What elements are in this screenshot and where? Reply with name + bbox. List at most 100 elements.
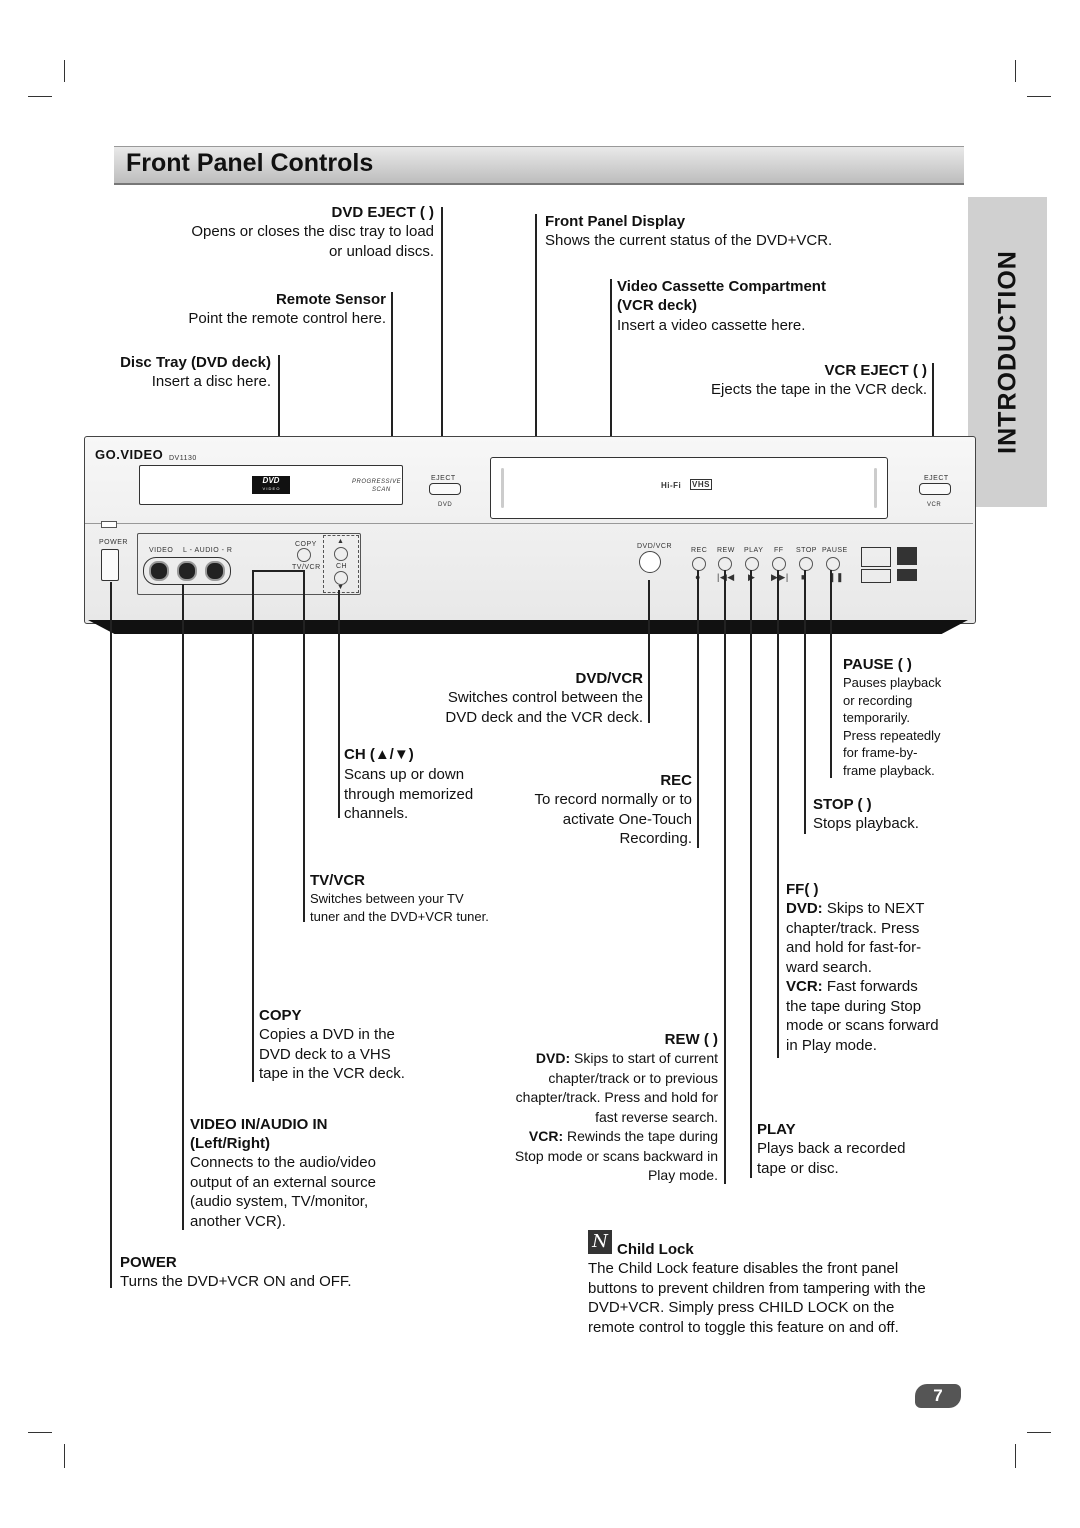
dvd-logo-text: DVD — [262, 476, 280, 485]
leader-line — [750, 570, 752, 1178]
leader-line — [182, 584, 184, 1230]
audio-right-jack[interactable] — [205, 561, 225, 581]
vcr-eject-title: VCR EJECT ( ) — [824, 362, 927, 379]
rew-title: REW ( ) — [664, 1031, 718, 1048]
crop-mark — [1027, 96, 1051, 97]
leader-line — [278, 355, 280, 488]
pause-desc: Pauses playback — [843, 675, 942, 690]
child-lock-desc: DVD+VCR. Simply press CHILD LOCK on the — [588, 1299, 895, 1316]
power-button[interactable] — [101, 549, 119, 581]
leader-line — [830, 570, 832, 778]
front-display-desc: Shows the current status of the DVD+VCR. — [545, 232, 833, 249]
vcr-eject-button[interactable] — [919, 483, 951, 495]
ch-down-arrow-icon: ▼ — [337, 584, 345, 591]
rew-desc: Skips to start of current — [570, 1050, 718, 1066]
cassette-compartment-title: (VCR deck) — [617, 297, 698, 314]
compact-disc-logo — [861, 547, 891, 567]
disc-tray-desc: Insert a disc here. — [151, 373, 271, 390]
ch-up-arrow-icon: ▲ — [337, 538, 345, 545]
video-audio-in-desc: Connects to the audio/video — [190, 1154, 376, 1171]
dts-logo — [897, 569, 917, 581]
leader-line — [697, 570, 699, 848]
ff-callout: FF( ) DVD: Skips to NEXT chapter/track. … — [786, 880, 966, 1055]
stop-desc: Stops playback. — [813, 815, 919, 832]
cassette-compartment-title: Video Cassette Compartment — [617, 278, 826, 295]
child-lock-title-text: Child Lock — [617, 1241, 694, 1258]
copy-label: COPY — [295, 541, 317, 548]
stop-label: STOP — [796, 547, 817, 554]
ch-callout: CH (▲/▼) Scans up or down through memori… — [344, 745, 514, 824]
jack-housing — [143, 557, 231, 585]
dvd-eject-callout: DVD EJECT ( ) Opens or closes the disc t… — [150, 203, 434, 261]
front-display-callout: Front Panel Display Shows the current st… — [545, 212, 875, 251]
pause-label: PAUSE — [822, 547, 848, 554]
play-button[interactable] — [745, 557, 759, 571]
leader-line — [303, 570, 305, 922]
ff-dvd-label: DVD: — [786, 900, 823, 917]
note-icon: N — [588, 1230, 612, 1254]
disc-tray[interactable]: DVD V I D E O PROGRESSIVE SCAN — [139, 465, 403, 505]
dvdvcr-button[interactable] — [639, 551, 661, 573]
copy-title: COPY — [259, 1007, 302, 1024]
stop-title: STOP ( ) — [813, 796, 872, 813]
dvd-eject-button[interactable] — [429, 483, 461, 495]
dvd-deck-label: DVD — [438, 502, 453, 508]
audio-label: L - AUDIO - R — [183, 547, 233, 554]
vcr-deck-label: VCR — [927, 502, 942, 508]
ff-button[interactable] — [772, 557, 786, 571]
ff-desc: and hold for fast-for- — [786, 939, 922, 956]
dvd-vcr-title: DVD/VCR — [575, 670, 643, 687]
copy-button[interactable] — [297, 548, 311, 562]
audio-left-jack[interactable] — [177, 561, 197, 581]
rec-button[interactable] — [692, 557, 706, 571]
rec-title: REC — [660, 772, 692, 789]
leader-line — [110, 582, 112, 1288]
dolby-digital-logo — [861, 569, 891, 583]
stop-button[interactable] — [799, 557, 813, 571]
video-in-jack[interactable] — [149, 561, 169, 581]
crop-mark — [28, 1432, 52, 1433]
ff-desc: Skips to NEXT — [822, 900, 925, 917]
power-callout: POWER Turns the DVD+VCR ON and OFF. — [120, 1253, 400, 1292]
ch-down-button[interactable] — [334, 571, 348, 585]
vcr-eject-callout: VCR EJECT ( ) Ejects the tape in the VCR… — [660, 361, 927, 400]
dvd-eject-title: DVD EJECT ( ) — [331, 204, 434, 221]
tv-vcr-callout: TV/VCR Switches between your TV tuner an… — [310, 871, 530, 925]
ch-label: CH — [336, 563, 348, 570]
ch-desc: channels. — [344, 805, 409, 822]
ch-up-button[interactable] — [334, 547, 348, 561]
dvd-logo-sub: V I D E O — [262, 486, 280, 491]
child-lock-desc: buttons to prevent children from tamperi… — [588, 1279, 926, 1297]
rew-desc: chapter/track. Press and hold for — [515, 1089, 718, 1105]
remote-sensor-title: Remote Sensor — [275, 291, 386, 308]
video-audio-in-desc: another VCR). — [190, 1212, 286, 1230]
crop-mark — [1015, 1444, 1016, 1468]
ff-desc: the tape during Stop — [786, 997, 922, 1015]
ff-desc: chapter/track. Press — [786, 919, 920, 937]
page-number: 7 — [915, 1384, 961, 1408]
video-cassette-compartment[interactable]: Hi-Fi VHS — [490, 457, 888, 519]
rec-callout: REC To record normally or to activate On… — [500, 771, 692, 849]
section-title-bar: Front Panel Controls — [114, 146, 964, 185]
dvd-eject-desc: Opens or closes the disc tray to load — [191, 223, 434, 240]
play-callout: PLAY Plays back a recorded tape or disc. — [757, 1120, 947, 1178]
stop-callout: STOP ( ) Stops playback. — [813, 795, 963, 834]
video-audio-in-callout: VIDEO IN/AUDIO IN (Left/Right) Connects … — [190, 1115, 430, 1231]
av-input-panel — [137, 533, 361, 595]
power-title: POWER — [120, 1254, 177, 1271]
front-display-title: Front Panel Display — [545, 213, 686, 230]
tv-vcr-desc: tuner and the DVD+VCR tuner. — [310, 908, 489, 924]
rew-button[interactable] — [718, 557, 732, 571]
device-base — [88, 620, 968, 634]
pause-button[interactable] — [826, 557, 840, 571]
cassette-compartment-callout: Video Cassette Compartment (VCR deck) In… — [617, 277, 877, 336]
dvdvcr-label: DVD/VCR — [637, 543, 673, 550]
pause-desc: frame playback. — [843, 762, 935, 778]
remote-sensor-desc: Point the remote control here. — [188, 310, 386, 327]
channel-button-group — [323, 535, 359, 593]
rew-desc: Rewinds the tape during — [563, 1128, 718, 1144]
crop-mark — [64, 60, 65, 82]
leader-line — [724, 570, 726, 1184]
rew-desc: Stop mode or scans backward in — [514, 1147, 718, 1164]
